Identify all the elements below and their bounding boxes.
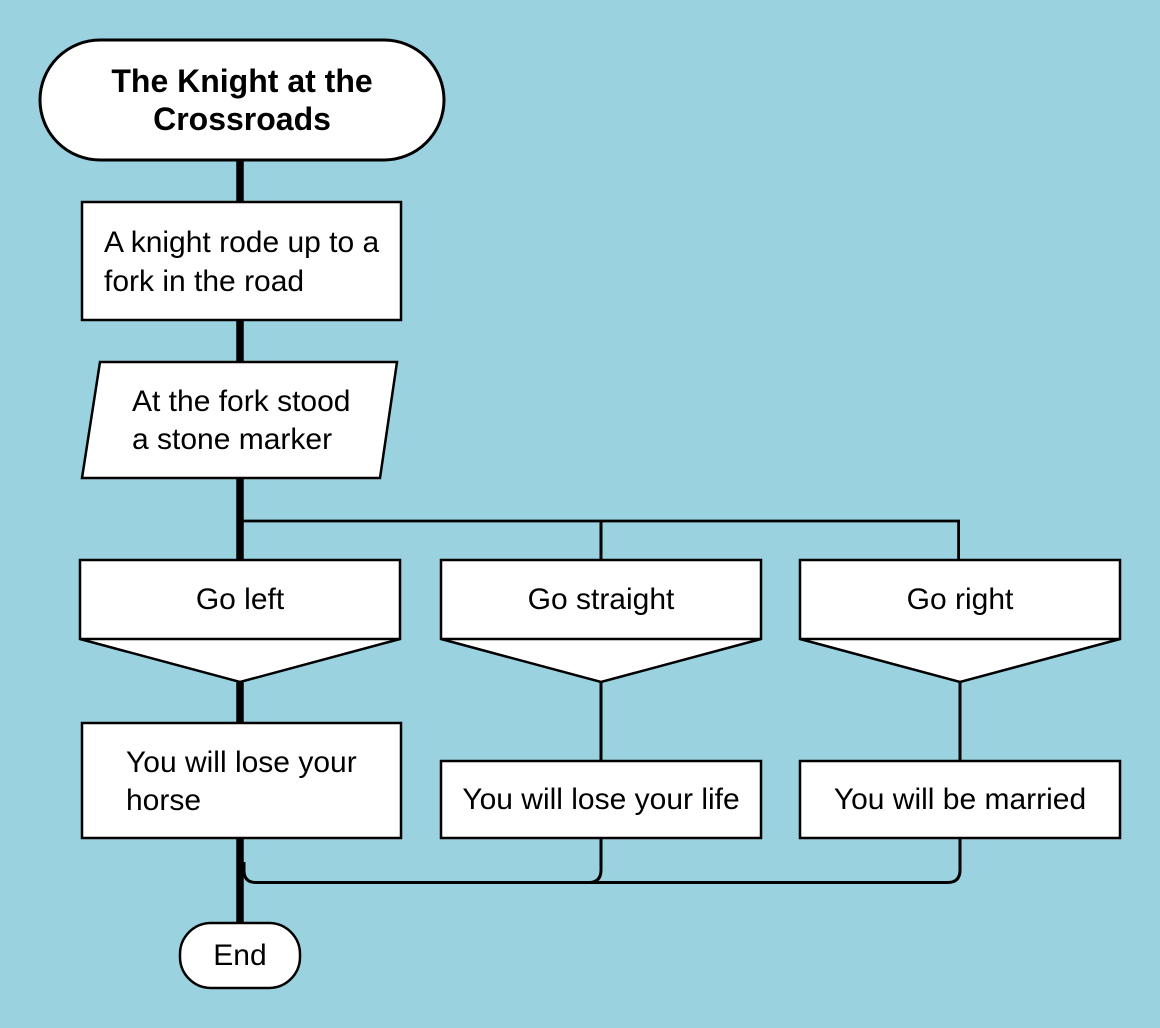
branch-right-label: Go right bbox=[906, 582, 1014, 616]
edge-life-to-end bbox=[588, 838, 603, 884]
step-fork-line1: A knight rode up to a bbox=[104, 226, 380, 259]
outcome-straight-shape bbox=[439, 759, 763, 840]
outcome-right-label: You will be married bbox=[833, 782, 1087, 816]
step-marker-line1: At the fork stood bbox=[132, 384, 351, 418]
branch-right-shape bbox=[798, 558, 1122, 684]
step-marker-label: At the fork stood a stone marker bbox=[132, 363, 392, 478]
start-node-shape bbox=[38, 38, 446, 162]
outcome-left-shape bbox=[80, 721, 403, 840]
branch-straight-label: Go straight bbox=[527, 582, 675, 616]
outcome-left-line2: horse bbox=[126, 783, 202, 817]
step-marker-line2: a stone marker bbox=[132, 422, 333, 456]
step-marker-shape bbox=[80, 360, 399, 480]
branch-straight-shape bbox=[439, 558, 763, 684]
outcome-right-shape bbox=[798, 759, 1122, 840]
start-label-line2: Crossroads bbox=[153, 101, 331, 137]
step-fork-shape bbox=[80, 200, 403, 322]
branch-left-shape bbox=[78, 558, 402, 684]
outcome-left-line1: You will lose your bbox=[126, 745, 357, 779]
start-label-line1: The Knight at the bbox=[111, 63, 373, 99]
branch-left-label: Go left bbox=[195, 582, 285, 616]
edge-branch-right bbox=[240, 519, 960, 560]
start-node-label: The Knight at the Crossroads bbox=[40, 40, 444, 160]
outcome-left-label: You will lose your horse bbox=[126, 724, 396, 839]
step-fork-line2: fork in the road bbox=[104, 265, 305, 298]
edge-married-to-end bbox=[242, 838, 962, 884]
end-node-label: End bbox=[213, 938, 267, 972]
end-node-shape bbox=[178, 921, 302, 990]
step-fork-label: A knight rode up to a fork in the road bbox=[104, 203, 394, 321]
outcome-straight-label: You will lose your life bbox=[462, 782, 740, 816]
